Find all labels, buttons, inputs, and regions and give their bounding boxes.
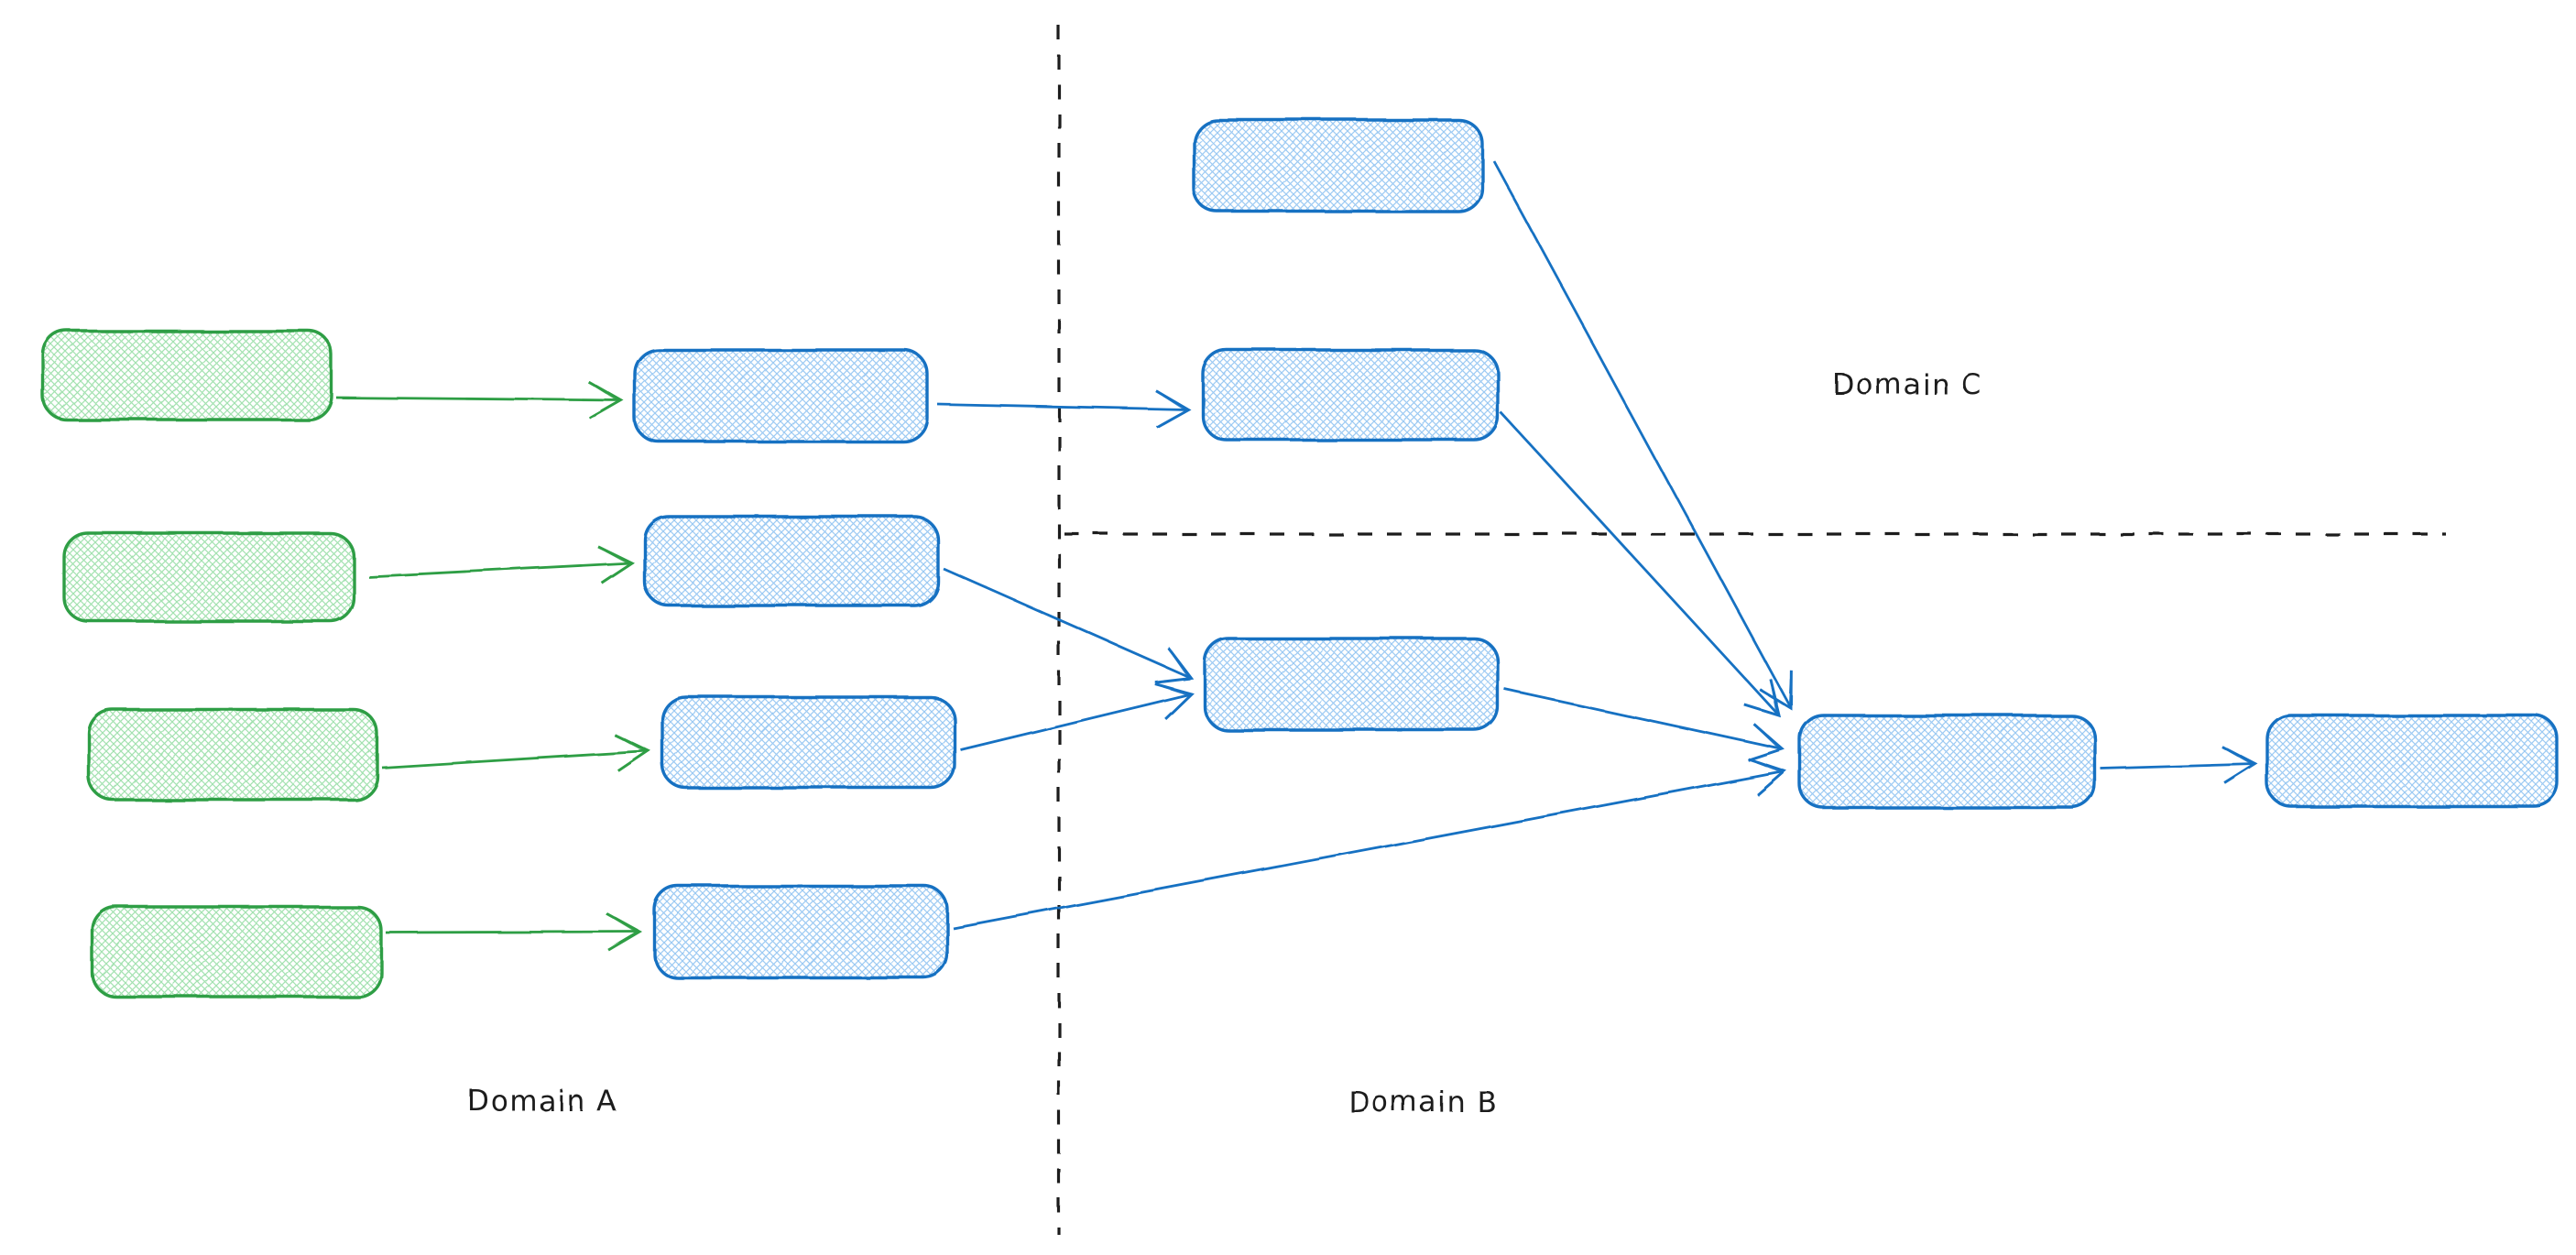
arrow-bluea2-to-blueb2[interactable]: [943, 567, 1194, 684]
node-blue-hub[interactable]: [1798, 714, 2097, 810]
arrow-bluea4-to-hub[interactable]: [952, 758, 1787, 930]
arrow-bluea1-to-blueb1[interactable]: [936, 388, 1192, 429]
label-domain-c[interactable]: Domain C: [1832, 368, 1982, 401]
node-green-3[interactable]: [87, 708, 379, 802]
node-blue-a2[interactable]: [643, 515, 940, 607]
node-blue-top[interactable]: [1192, 118, 1484, 213]
arrow-bluea3-to-blueb2[interactable]: [959, 682, 1194, 751]
arrow-green1-to-bluea1[interactable]: [335, 380, 625, 420]
node-blue-a3[interactable]: [660, 695, 956, 790]
node-green-4[interactable]: [91, 905, 383, 999]
node-blue-a1[interactable]: [633, 348, 929, 443]
node-green-1[interactable]: [41, 329, 333, 421]
arrow-green4-to-bluea4[interactable]: [385, 911, 643, 952]
node-blue-b2[interactable]: [1203, 637, 1500, 732]
node-green-2[interactable]: [62, 531, 355, 623]
arrow-hub-to-blueright[interactable]: [2100, 745, 2259, 785]
arrow-blueb1-to-hub[interactable]: [1499, 411, 1782, 718]
label-domain-b[interactable]: Domain B: [1348, 1086, 1498, 1119]
arrow-blueb2-to-hub[interactable]: [1503, 687, 1785, 762]
arrow-green3-to-bluea3[interactable]: [381, 733, 652, 773]
node-blue-a4[interactable]: [652, 884, 949, 979]
node-blue-b1[interactable]: [1201, 348, 1500, 442]
arrow-bluetop-to-hub[interactable]: [1491, 159, 1793, 711]
node-blue-right[interactable]: [2265, 714, 2560, 808]
label-domain-a[interactable]: Domain A: [467, 1085, 617, 1118]
arrow-green2-to-bluea2[interactable]: [367, 545, 636, 584]
